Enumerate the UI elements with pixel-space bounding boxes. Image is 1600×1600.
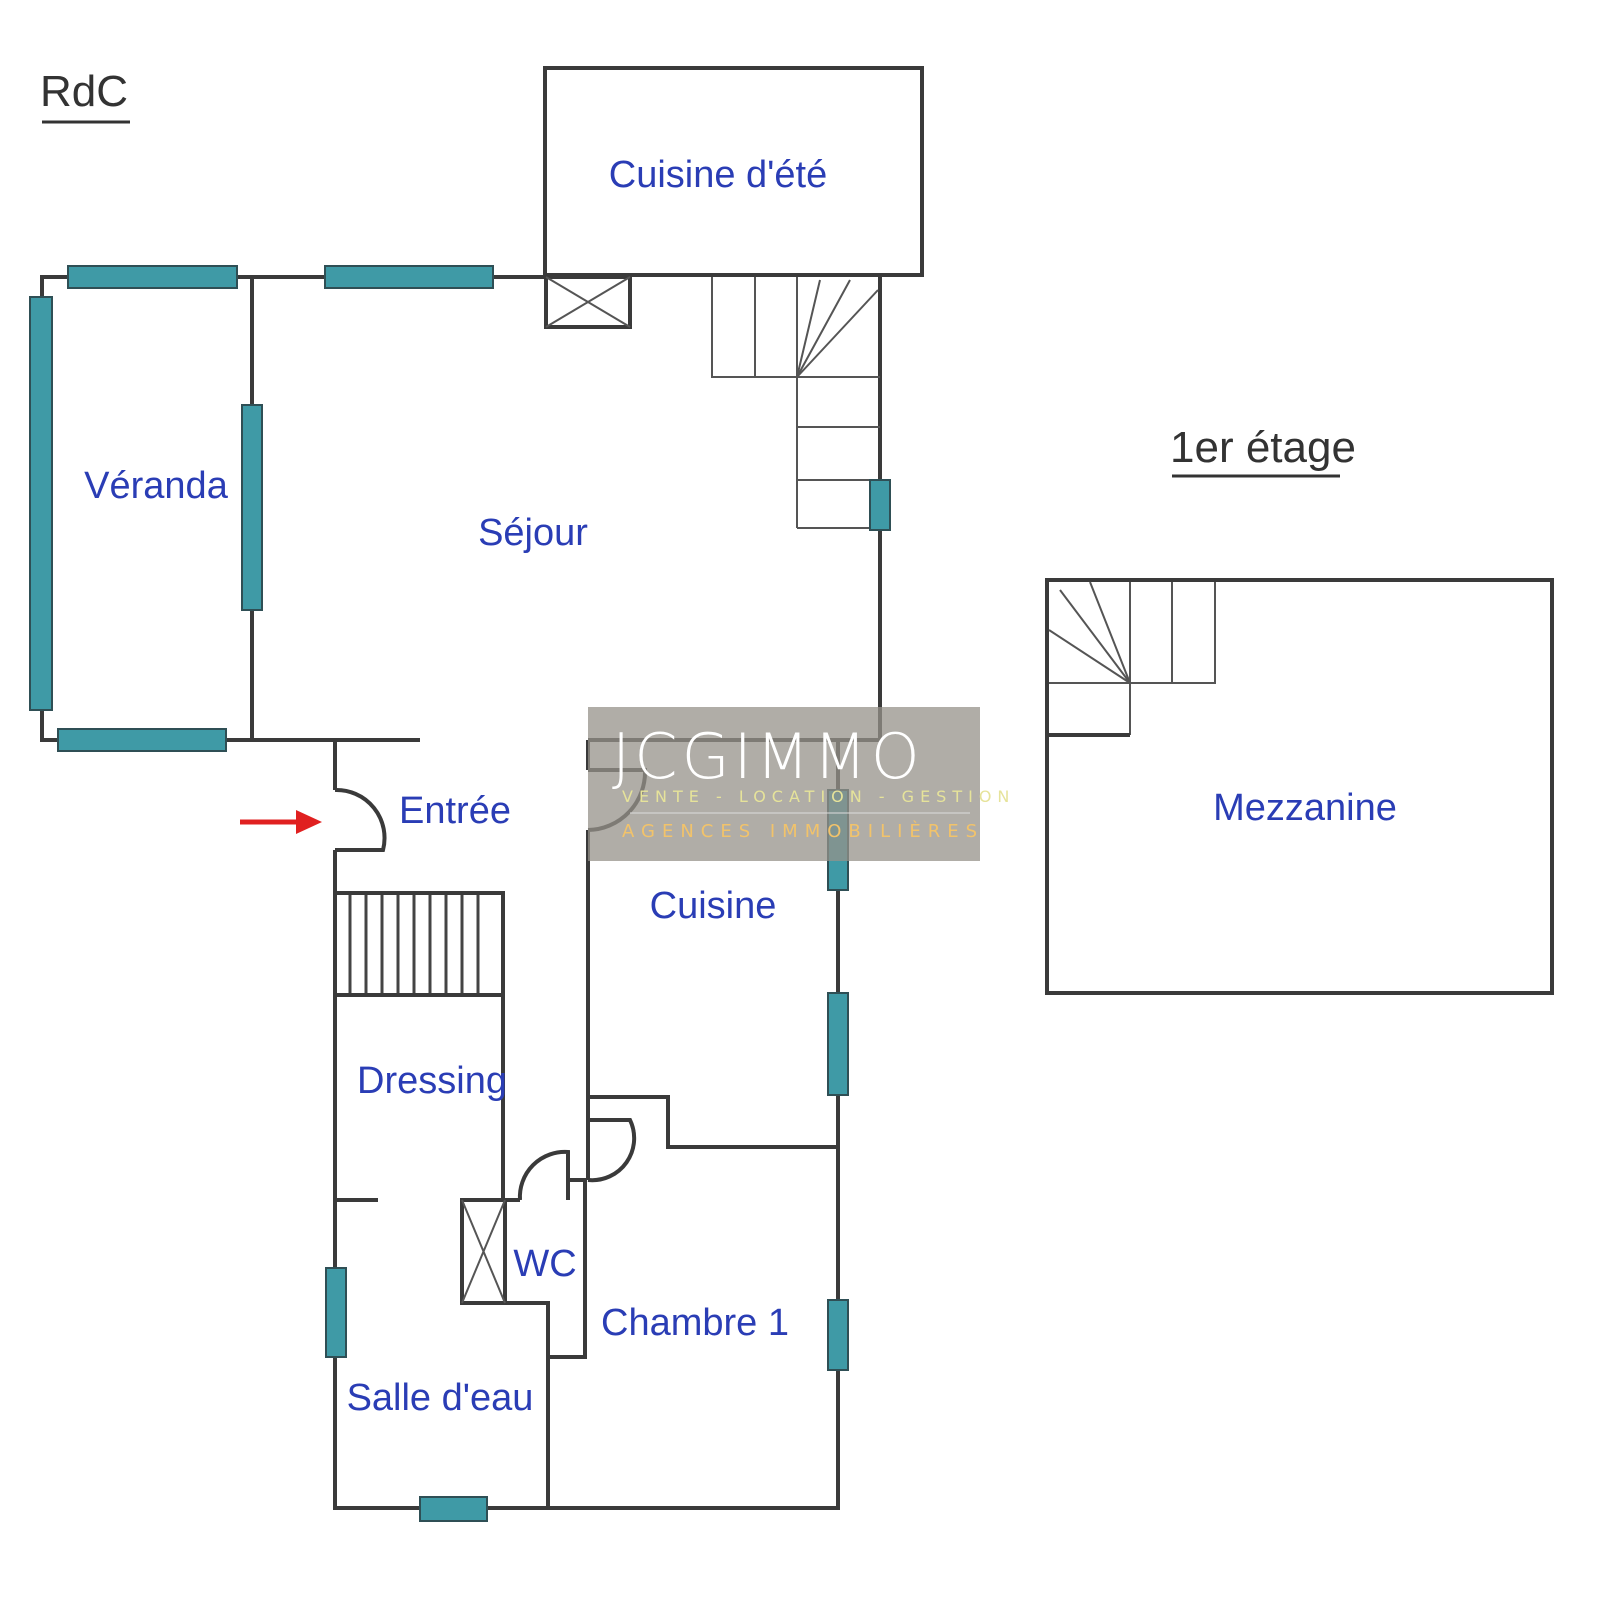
room-label-veranda: Véranda bbox=[84, 465, 229, 507]
watermark-brand: JCGIMMO bbox=[612, 720, 924, 793]
room-label-entrance: Entrée bbox=[399, 790, 511, 832]
wc-door bbox=[517, 1149, 570, 1201]
room-label-living: Séjour bbox=[478, 512, 588, 554]
wc-duct bbox=[461, 1199, 506, 1304]
summer-kitchen-duct bbox=[544, 275, 632, 329]
bedroom-door bbox=[587, 1118, 637, 1183]
mezzanine-walls bbox=[1045, 578, 1554, 995]
room-label-bedroom1: Chambre 1 bbox=[601, 1302, 789, 1344]
entrance-door bbox=[334, 787, 387, 852]
storage-shelving bbox=[333, 891, 505, 997]
watermark-tagline: VENTE - LOCATION - GESTION bbox=[622, 787, 1015, 806]
watermark-subtitle: AGENCES IMMOBILIÈRES bbox=[622, 820, 984, 842]
entrance-arrow bbox=[240, 810, 322, 834]
staircase bbox=[711, 277, 880, 529]
summer-kitchen-walls bbox=[543, 66, 924, 277]
first-floor-plan: 1er étage Mezzanine bbox=[1045, 423, 1554, 995]
ground-floor-heading: RdC bbox=[40, 67, 128, 116]
room-label-mezzanine: Mezzanine bbox=[1213, 787, 1397, 829]
first-floor-heading: 1er étage bbox=[1170, 423, 1356, 472]
room-label-summer-kitchen: Cuisine d'été bbox=[609, 154, 828, 196]
room-label-shower-room: Salle d'eau bbox=[347, 1377, 534, 1419]
room-label-kitchen: Cuisine bbox=[650, 885, 777, 927]
room-label-dressing: Dressing bbox=[357, 1060, 507, 1102]
mezzanine-staircase bbox=[1048, 581, 1216, 737]
agency-watermark: JCGIMMO VENTE - LOCATION - GESTION AGENC… bbox=[588, 707, 1015, 861]
room-label-wc: WC bbox=[513, 1243, 576, 1285]
